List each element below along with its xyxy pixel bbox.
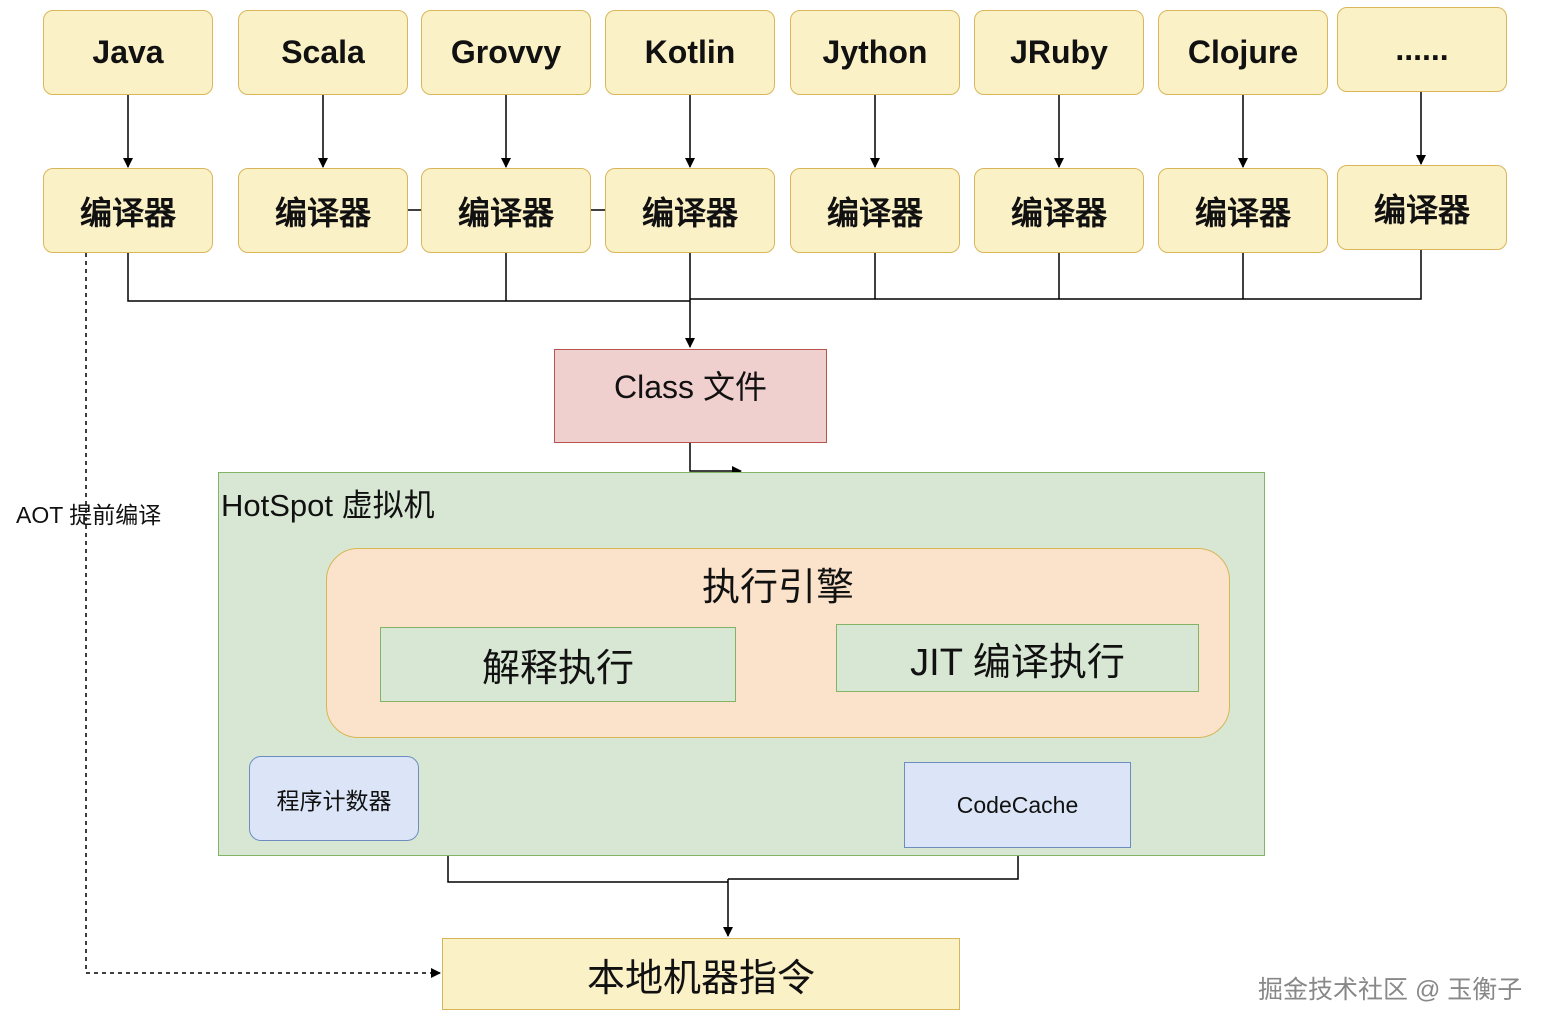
merge-line-left [127,253,690,302]
compiler-label: 编译器 [826,194,923,231]
compiler-jruby: 编译器 [974,168,1144,253]
program-counter-box: 程序计数器 [249,756,419,841]
lang-jruby-label: JRuby [1010,34,1108,70]
compiler-kotlin: 编译器 [605,168,775,253]
hotspot-vm-title: HotSpot 虚拟机 [221,488,435,523]
lang-jruby: JRuby [974,10,1144,95]
code-cache-label: CodeCache [956,791,1079,818]
compiler-label: 编译器 [641,194,738,231]
jit-compiler-box: JIT 编译执行 [836,624,1199,692]
jit-compiler-label: JIT 编译执行 [910,641,1125,684]
program-counter-label: 程序计数器 [276,787,392,814]
lang-grovvy: Grovvy [421,10,591,95]
class-file-label: Class 文件 [614,369,767,405]
compiler-jython: 编译器 [790,168,960,253]
compiler-label: 编译器 [1194,194,1291,231]
compiler-scala: 编译器 [238,168,408,253]
lang-jython-label: Jython [822,34,928,70]
compiler-more: 编译器 [1337,165,1507,250]
compiler-label: 编译器 [79,194,176,231]
lang-java-label: Java [92,34,164,70]
execution-engine-title: 执行引擎 [701,567,854,609]
lang-more: ...... [1337,7,1507,92]
arrow-class-to-vm [689,443,742,476]
lang-kotlin-label: Kotlin [644,34,736,70]
compiler-label: 编译器 [457,194,554,231]
compiler-label: 编译器 [1010,194,1107,231]
compiler-clojure: 编译器 [1158,168,1328,253]
interpreter-label: 解释执行 [481,648,634,690]
lang-scala: Scala [238,10,408,95]
compiler-label: 编译器 [1373,191,1470,228]
aot-label: AOT 提前编译 [16,502,162,528]
compiler-java: 编译器 [43,168,213,253]
code-cache-box: CodeCache [904,762,1131,848]
native-machine-code-box: 本地机器指令 [442,938,960,1010]
lang-clojure: Clojure [1158,10,1328,95]
lang-scala-label: Scala [281,34,365,70]
lang-more-label: ...... [1395,31,1449,67]
interpreter-box: 解释执行 [380,627,736,702]
watermark-text: 掘金技术社区 @ 玉衡子 [1258,976,1523,1004]
class-file-box: Class 文件 [554,349,827,443]
lang-grovvy-label: Grovvy [450,34,562,70]
merge-line-right [690,250,1422,300]
codecache-to-native-line [728,848,1019,880]
aot-dashed-arrow [85,253,441,978]
lang-java: Java [43,10,213,95]
compiler-label: 编译器 [274,194,371,231]
native-machine-code-label: 本地机器指令 [586,957,815,1000]
lang-jython: Jython [790,10,960,95]
lang-clojure-label: Clojure [1187,34,1299,70]
lang-kotlin: Kotlin [605,10,775,95]
compiler-grovvy: 编译器 [421,168,591,253]
